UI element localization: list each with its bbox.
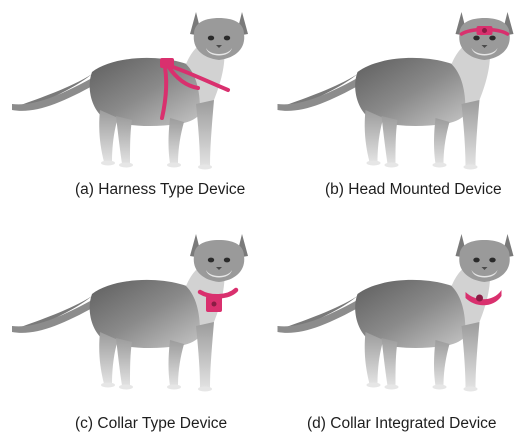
- cat-illustration: [265, 0, 531, 180]
- caption-d: (d) Collar Integrated Device: [307, 415, 497, 433]
- panel-collar: (c) Collar Type Device: [0, 222, 265, 435]
- cat-illustration: [0, 0, 265, 180]
- harness-unit: [160, 58, 174, 68]
- caption-a: (a) Harness Type Device: [75, 181, 245, 199]
- panel-harness: (a) Harness Type Device: [0, 0, 265, 212]
- panel-head-mount: (b) Head Mounted Device: [265, 0, 531, 212]
- caption-c: (c) Collar Type Device: [75, 415, 227, 433]
- caption-b: (b) Head Mounted Device: [325, 181, 502, 199]
- panel-collar-integrated: (d) Collar Integrated Device: [265, 222, 531, 435]
- cat-illustration: [0, 222, 265, 402]
- cat-illustration: [265, 222, 531, 402]
